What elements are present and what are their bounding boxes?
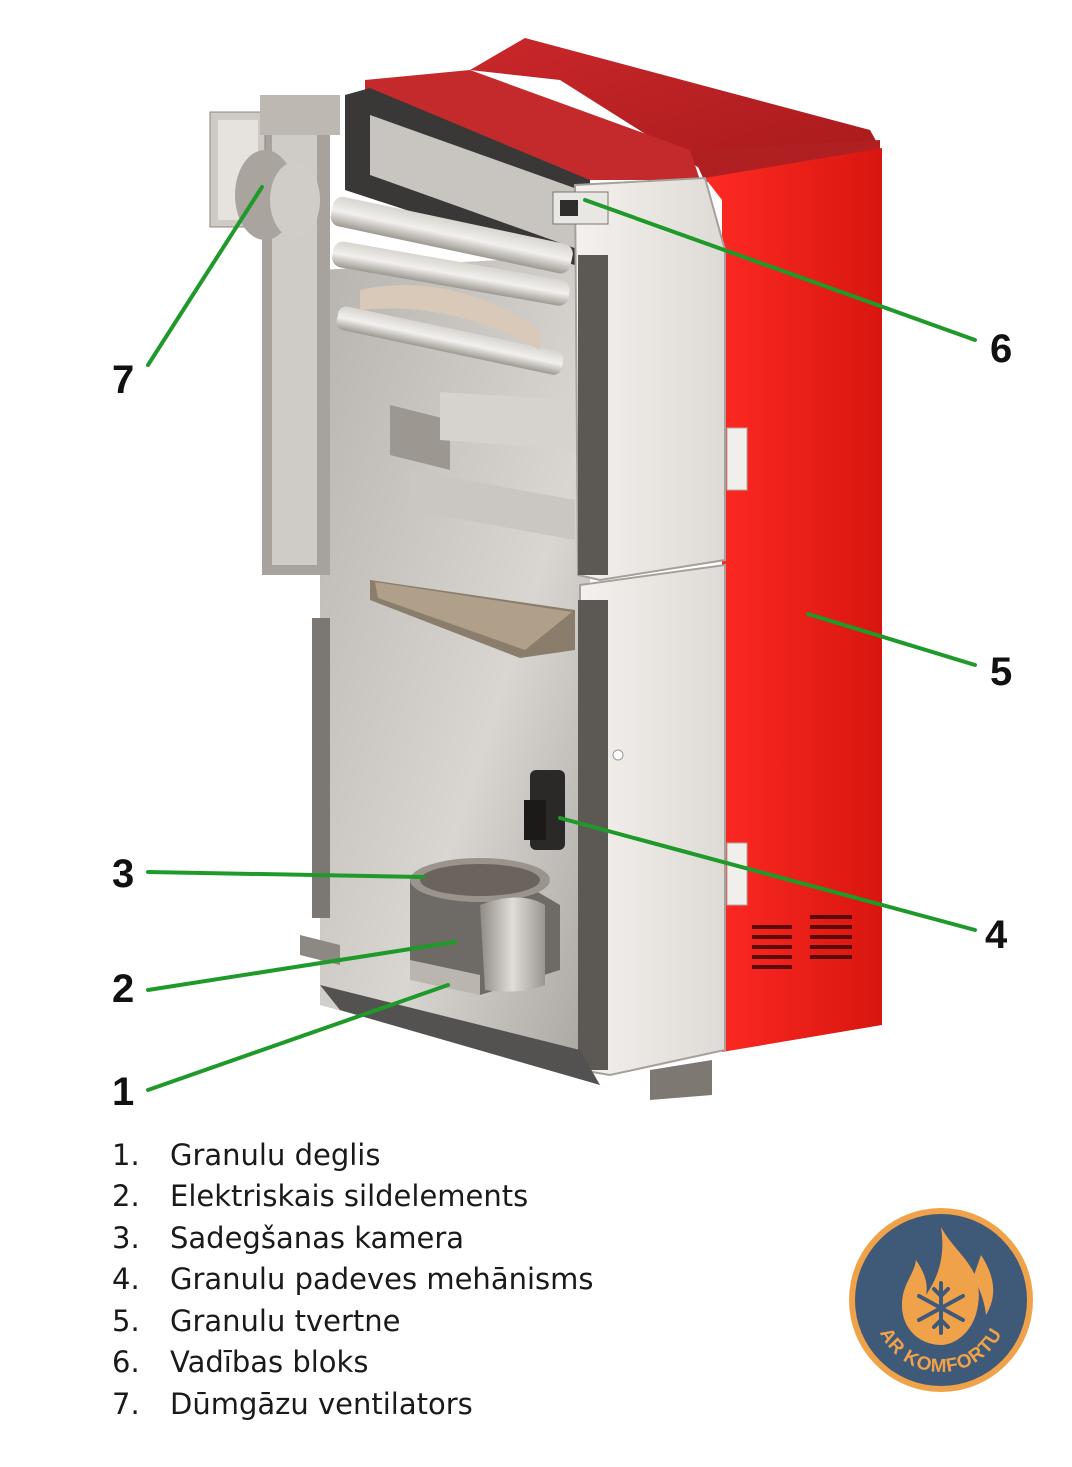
- pellet-hopper: [705, 148, 882, 1052]
- leader-lines: [146, 185, 977, 1092]
- pellet-feeder: [524, 770, 565, 850]
- leader-line-5: [806, 612, 977, 667]
- legend-list: 1. Granulu deglis 2. Elektriskais sildelem…: [112, 1134, 594, 1425]
- callout-number-5: 5: [990, 650, 1012, 694]
- legend-number: 7.: [112, 1386, 140, 1421]
- legend-number: 5.: [112, 1303, 140, 1338]
- legend-number: 6.: [112, 1345, 140, 1380]
- flame-snowflake-icon: [901, 1227, 994, 1345]
- door-hinge: [726, 427, 748, 491]
- legend-label: Granulu padeves mehānisms: [170, 1262, 594, 1297]
- legend-item: 7. Dūmgāzu ventilators: [112, 1383, 594, 1425]
- legend-label: Dūmgāzu ventilators: [170, 1386, 473, 1421]
- vent-grille-icon: [752, 915, 852, 969]
- hopper-lid: [470, 38, 880, 178]
- leader-line-1: [146, 983, 450, 1092]
- leader-line-2: [146, 940, 457, 992]
- legend-item: 2. Elektriskais sildelements: [112, 1176, 594, 1218]
- legend-number: 1.: [112, 1137, 140, 1172]
- leader-line-6: [583, 198, 977, 342]
- legend-number: 2.: [112, 1179, 140, 1214]
- legend-number: 3.: [112, 1220, 140, 1255]
- leader-line-7: [146, 185, 264, 367]
- boiler-illustration: [209, 38, 882, 1100]
- callout-number-6: 6: [990, 327, 1012, 371]
- legend-item: 4. Granulu padeves mehānisms: [112, 1259, 594, 1301]
- callout-number-2: 2: [112, 967, 134, 1011]
- leader-line-4: [558, 816, 977, 932]
- legend-label: Sadegšanas kamera: [170, 1220, 465, 1255]
- callout-number-1: 1: [112, 1070, 134, 1114]
- leader-line-3: [146, 870, 425, 879]
- legend-label: Granulu deglis: [170, 1137, 381, 1172]
- legend-label: Vadības bloks: [170, 1345, 369, 1380]
- legend-item: 5. Granulu tvertne: [112, 1300, 594, 1342]
- door-hinge: [726, 842, 748, 906]
- legend-item: 3. Sadegšanas kamera: [112, 1217, 594, 1259]
- legend-number: 4.: [112, 1262, 140, 1297]
- boiler-top-lid: [365, 70, 700, 180]
- legend-label: Granulu tvertne: [170, 1303, 401, 1338]
- callout-number-4: 4: [985, 913, 1008, 957]
- pellet-burner: [410, 858, 560, 995]
- callout-number-7: 7: [112, 358, 134, 402]
- ar-komfortu-logo: AR KOMFORTU: [849, 1208, 1033, 1392]
- legend-item: 1. Granulu deglis: [112, 1134, 594, 1176]
- legend-item: 6. Vadības bloks: [112, 1342, 594, 1384]
- callout-number-3: 3: [112, 852, 134, 896]
- legend-label: Elektriskais sildelements: [170, 1179, 529, 1214]
